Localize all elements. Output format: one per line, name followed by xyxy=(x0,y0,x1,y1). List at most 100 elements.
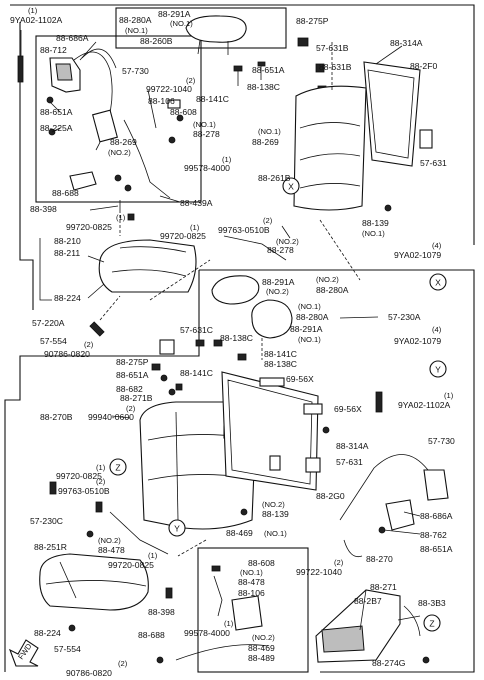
label-88-275p-top: 88-275P xyxy=(296,16,329,26)
label-88-398-top: 88-398 xyxy=(30,204,57,214)
label-9ya02-1079-a-qty: (4) xyxy=(432,241,442,250)
label-99578-4000-top-qty: (1) xyxy=(222,155,232,164)
label-99940-0600-qty: (2) xyxy=(126,404,136,413)
label-88-651a-low: 88-651A xyxy=(420,544,453,554)
label-88-139-top-note: (NO.1) xyxy=(362,229,385,238)
label-88-280a-no1-b: 88-280A xyxy=(296,312,329,322)
svg-text:Y: Y xyxy=(174,524,180,534)
label-99940-0600: 99940-0600 xyxy=(88,412,134,422)
label-88-688-top: 88-688 xyxy=(52,188,79,198)
lower-group-border xyxy=(199,269,475,673)
label-99722-1040-top-qty: (2) xyxy=(186,76,196,85)
svg-text:Z: Z xyxy=(115,463,120,473)
label-88-469-low: 88-469 xyxy=(248,643,275,653)
label-88-269-b: 88-269 xyxy=(252,137,279,147)
seatback-upper xyxy=(293,85,367,211)
label-88-291a-no1-note: (NO.1) xyxy=(170,19,193,28)
callout-y-right: Y xyxy=(429,360,447,378)
label-88-762: 88-762 xyxy=(420,530,447,540)
label-88-2b7: 88-2B7 xyxy=(354,596,382,606)
label-90786-0820-top: 90786-0820 xyxy=(44,349,90,359)
label-88-139-top: 88-139 xyxy=(362,218,389,228)
seat-cushion-upper xyxy=(98,239,197,293)
label-88-651a-left: 88-651A xyxy=(40,107,73,117)
label-88-141c-mid-a: 88-141C xyxy=(264,349,297,359)
lower-inset-box xyxy=(197,547,309,673)
label-88-686a-top: 88-686A xyxy=(56,33,89,43)
label-88-106-top: 88-106 xyxy=(148,96,175,106)
label-57-220a: 57-220A xyxy=(32,318,65,328)
label-88-469-mid: 88-469 xyxy=(226,528,253,538)
label-88-106-low: 88-106 xyxy=(238,588,265,598)
label-99578-4000-low-qty: (1) xyxy=(224,619,234,628)
label-88-314a-mid: 88-314A xyxy=(336,441,369,451)
label-99763-0510b-mid: 99763-0510B xyxy=(58,486,110,496)
fwd-arrow-icon: FWD xyxy=(8,639,39,667)
label-88-280a-no2: 88-280A xyxy=(316,285,349,295)
label-9ya02-1079-a: 9YA02-1079 xyxy=(394,250,441,260)
label-90786-0820-low-qty: (2) xyxy=(118,659,128,668)
label-88-138c-top: 88-138C xyxy=(247,82,280,92)
label-88-275p-mid: 88-275P xyxy=(116,357,149,367)
label-9ya02-1102a-b: 9YA02-1102A xyxy=(398,400,451,410)
callout-z-right: Z xyxy=(423,614,441,632)
label-88-269-a: 88-269 xyxy=(110,137,137,147)
label-88-139-mid-note: (NO.2) xyxy=(262,500,285,509)
label-9ya02-1079-b-qty: (4) xyxy=(432,325,442,334)
seatbelt-retractor-lower xyxy=(423,469,449,501)
label-57-631b: 57-631B xyxy=(316,43,349,53)
headrest-top xyxy=(185,15,247,43)
label-90786-0820-top-qty: (2) xyxy=(84,340,94,349)
label-88-439a: 88-439A xyxy=(180,198,213,208)
label-88-278-top: 88-278 xyxy=(193,129,220,139)
label-88-269-a-note: (NO.2) xyxy=(108,148,131,157)
label-88-608-top: 88-608 xyxy=(170,107,197,117)
label-88-274g: 88-274G xyxy=(372,658,406,668)
label-88-291a-no2: 88-291A xyxy=(262,277,295,287)
label-88-291a-no2-note: (NO.2) xyxy=(316,275,339,284)
label-57-631-mid: 57-631 xyxy=(336,457,363,467)
label-99578-4000-low: 99578-4000 xyxy=(184,628,230,638)
seatbelt-inset-box xyxy=(35,35,202,203)
label-88-478-low-note: (NO.1) xyxy=(240,568,263,577)
label-99720-0825-b: 99720-0825 xyxy=(160,231,206,241)
label-88-651a-top: 88-651A xyxy=(252,65,285,75)
label-88-489: 88-489 xyxy=(248,653,275,663)
seat-cushion-lower xyxy=(39,553,149,611)
label-57-631-top: 57-631 xyxy=(420,158,447,168)
label-88-280a-no1-note: (NO.1) xyxy=(125,26,148,35)
label-57-730-top: 57-730 xyxy=(122,66,149,76)
label-88-314a-top: 88-314A xyxy=(390,38,423,48)
label-9ya02-1102a-top: 9YA02-1102A xyxy=(10,15,63,25)
headrest-box-top xyxy=(115,7,287,49)
label-88-270b: 88-270B xyxy=(40,412,73,422)
headrest-right-lower xyxy=(251,299,293,339)
label-88-608-low: 88-608 xyxy=(248,558,275,568)
callout-x-top: X xyxy=(282,177,300,195)
seatback-panel-lower xyxy=(221,371,319,491)
label-99720-0825-a-qty: (1) xyxy=(116,213,126,222)
headrest-left-lower xyxy=(211,275,260,305)
label-88-271: 88-271 xyxy=(370,582,397,592)
label-88-686a-mid: 88-686A xyxy=(420,511,453,521)
label-57-230c: 57-230C xyxy=(30,516,63,526)
label-99720-0825-b-qty: (1) xyxy=(190,223,200,232)
label-88-224-low: 88-224 xyxy=(34,628,61,638)
callout-y-low: Y xyxy=(168,519,186,537)
label-88-224-top: 88-224 xyxy=(54,293,81,303)
label-88-688-low: 88-688 xyxy=(138,630,165,640)
label-88-271b: 88-271B xyxy=(120,393,153,403)
label-88-225a: 88-225A xyxy=(40,123,73,133)
label-99763-0510b-top-qty: (2) xyxy=(263,216,273,225)
label-69-56x-b: 69-56X xyxy=(334,404,362,414)
label-88-478-low: 88-478 xyxy=(238,577,265,587)
label-88-278-mid-note: (NO.2) xyxy=(276,237,299,246)
label-88-210: 88-210 xyxy=(54,236,81,246)
label-99720-0825-c: 99720-0825 xyxy=(56,471,102,481)
label-99763-0510b-top: 99763-0510B xyxy=(218,225,270,235)
label-99720-0825-d: 99720-0825 xyxy=(108,560,154,570)
cushion-hook-wire xyxy=(223,235,287,261)
label-88-278-top-note: (NO.1) xyxy=(193,120,216,129)
label-99722-1040-low-qty: (2) xyxy=(334,558,344,567)
